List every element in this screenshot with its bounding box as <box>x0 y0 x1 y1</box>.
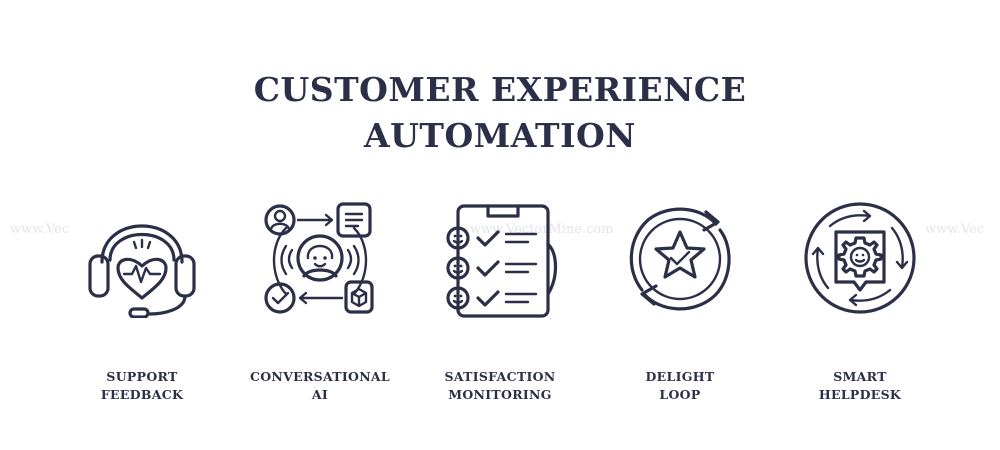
page-title-line1: CUSTOMER EXPERIENCE <box>253 70 747 109</box>
watermark-left: www.Vec <box>10 222 70 237</box>
chatbot-avatar-icon <box>264 202 374 314</box>
gear-cycle-icon <box>804 202 916 314</box>
watermark-right: www.Vec <box>925 222 985 237</box>
headset-heart-icon <box>88 224 196 318</box>
star-loop-icon <box>629 207 731 311</box>
page-title-line2: AUTOMATION <box>364 116 636 155</box>
checklist-smiley-icon <box>446 204 558 318</box>
